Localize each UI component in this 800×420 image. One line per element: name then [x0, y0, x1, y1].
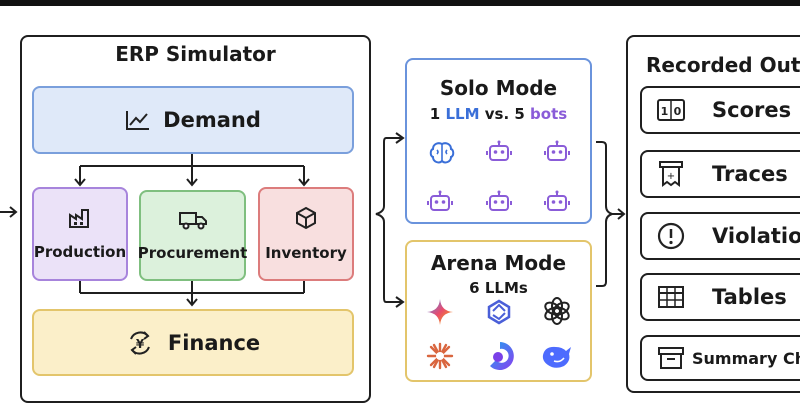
bot-icon [544, 140, 570, 164]
openai-icon [542, 296, 572, 326]
brain-icon [429, 141, 455, 165]
production-box: Production [32, 187, 128, 281]
truck-icon [178, 210, 208, 230]
factory-icon [68, 207, 92, 229]
erp-to-modes-bracket [375, 132, 405, 308]
top-border [0, 0, 800, 6]
procurement-label: Procurement [137, 243, 248, 262]
output-tables-label: Tables [712, 285, 787, 309]
bot-icon [486, 140, 512, 164]
finance-box: ¥ Finance [32, 309, 354, 376]
svg-text:0: 0 [674, 105, 682, 118]
svg-text:¥: ¥ [136, 337, 145, 351]
output-violations: Violatio [640, 212, 800, 260]
finance-label: Finance [167, 330, 261, 355]
procurement-box: Procurement [137, 190, 248, 281]
output-scores-label: Scores [712, 98, 792, 122]
output-traces-label: Traces [712, 162, 788, 186]
input-arrow [0, 206, 18, 218]
output-summary-label: Summary Ch [692, 348, 800, 368]
table-icon [654, 285, 688, 309]
modes-to-outputs-bracket [596, 141, 626, 287]
demand-label: Demand [163, 108, 261, 132]
line-chart-icon [125, 109, 151, 131]
recorded-outputs-title: Recorded Outp [646, 53, 800, 77]
arena-mode-subtitle: 6 LLMs [469, 279, 528, 297]
bot-icon [427, 190, 453, 214]
claude-icon [425, 341, 455, 371]
output-traces: + Traces [640, 150, 800, 198]
qwen-icon [484, 340, 516, 372]
finance-connector [79, 281, 305, 307]
solo-mode-title: Solo Mode [439, 76, 558, 100]
production-label: Production [33, 243, 127, 261]
alert-circle-icon [654, 222, 688, 250]
inventory-label: Inventory [265, 244, 347, 262]
receipt-icon: + [654, 160, 688, 188]
arena-mode-title: Arena Mode [430, 251, 567, 275]
archive-box-icon [654, 346, 688, 370]
gemini-icon [425, 297, 455, 327]
output-violations-label: Violatio [712, 224, 800, 248]
solo-mode-subtitle: 1 LLM vs. 5 bots [429, 105, 568, 123]
demand-connector [74, 154, 310, 187]
svg-text:+: + [667, 171, 675, 182]
output-summary: Summary Ch [640, 335, 800, 381]
output-tables: Tables [640, 273, 800, 321]
demand-box: Demand [32, 86, 354, 154]
grok-icon [484, 298, 514, 326]
erp-simulator-title: ERP Simulator [115, 42, 276, 66]
deepseek-icon [540, 341, 574, 371]
currency-exchange-icon: ¥ [126, 329, 154, 357]
bot-icon [486, 190, 512, 214]
svg-text:1: 1 [661, 105, 669, 118]
inventory-box: Inventory [258, 187, 354, 281]
bot-icon [544, 190, 570, 214]
box-icon [294, 206, 318, 230]
